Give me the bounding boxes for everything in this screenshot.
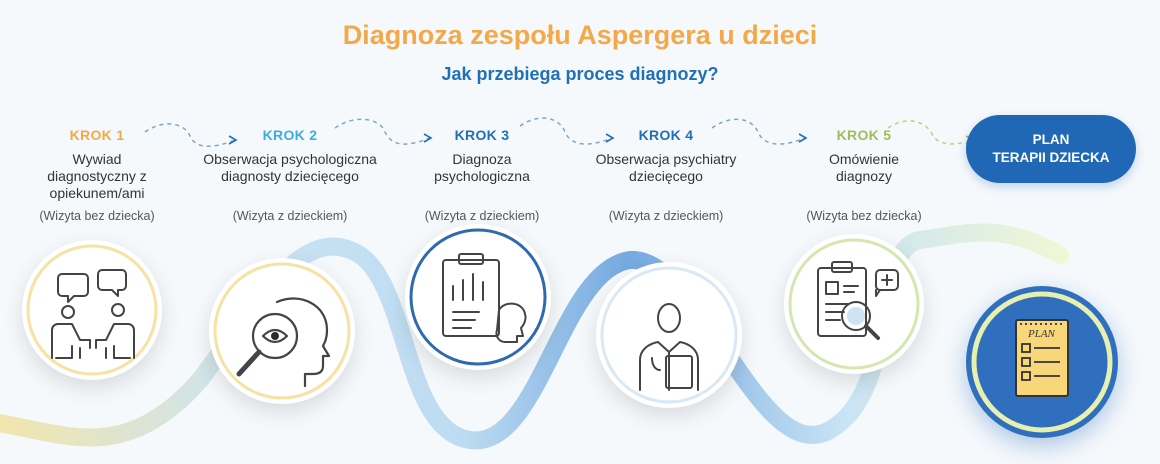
clipboard-chart-icon	[409, 228, 547, 366]
step-label: KROK 2	[262, 127, 318, 143]
step-3-circle	[405, 224, 551, 370]
arrow-3-4	[519, 117, 613, 145]
arrow-4-5	[711, 118, 806, 145]
plan-circle: PLAN	[966, 286, 1118, 438]
step-visit: (Wizyta z dzieckiem)	[232, 209, 348, 223]
step-visit: (Wizyta bez dziecka)	[39, 209, 155, 223]
step-4: KROK 4 Obserwacja psychiatry dziecięcego…	[566, 127, 766, 223]
step-5-circle	[784, 234, 924, 374]
step-4-circle	[596, 262, 742, 408]
plan-checklist-icon: PLAN	[971, 291, 1113, 433]
step-5: KROK 5 Omówienie diagnozy (Wizyta bez dz…	[764, 127, 964, 223]
step-visit: (Wizyta z dzieckiem)	[424, 209, 540, 223]
step-name: Diagnoza psychologiczna	[434, 151, 530, 184]
arrow-2-3	[334, 118, 431, 145]
eye-magnifier-icon	[213, 262, 351, 400]
step-label: KROK 4	[638, 127, 694, 143]
step-2-circle	[209, 258, 355, 404]
step-label: KROK 1	[69, 127, 125, 143]
doctor-icon	[600, 266, 738, 404]
step-1-circle	[22, 240, 162, 380]
conversation-icon	[26, 244, 158, 376]
step-name: Obserwacja psychologiczna diagnosty dzie…	[203, 151, 377, 184]
step-visit: (Wizyta bez dziecka)	[806, 209, 922, 223]
page-subtitle: Jak przebiega proces diagnozy?	[441, 64, 719, 84]
step-3: KROK 3 Diagnoza psychologiczna (Wizyta z…	[382, 127, 582, 223]
step-label: KROK 5	[836, 127, 892, 143]
step-visit: (Wizyta z dzieckiem)	[608, 209, 724, 223]
page-title: Diagnoza zespołu Aspergera u dzieci	[342, 20, 818, 50]
plan-icon-text: PLAN	[1027, 328, 1056, 340]
step-label: KROK 3	[454, 127, 510, 143]
step-2: KROK 2 Obserwacja psychologiczna diagnos…	[190, 127, 390, 223]
step-name: Wywiad diagnostyczny z opiekunem/ami	[47, 151, 147, 201]
step-name: Obserwacja psychiatry dziecięcego	[595, 151, 737, 184]
arrow-1-2	[144, 123, 236, 147]
medical-report-icon	[788, 238, 920, 370]
plan-badge-line1: PLAN	[1032, 132, 1070, 147]
arrow-5-plan	[887, 120, 973, 145]
step-1: KROK 1 Wywiad diagnostyczny z opiekunem/…	[0, 127, 197, 223]
step-name: Omówienie diagnozy	[828, 151, 900, 184]
plan-badge-line2: TERAPII DZIECKA	[992, 150, 1110, 165]
plan-badge: PLAN TERAPII DZIECKA	[966, 115, 1136, 183]
